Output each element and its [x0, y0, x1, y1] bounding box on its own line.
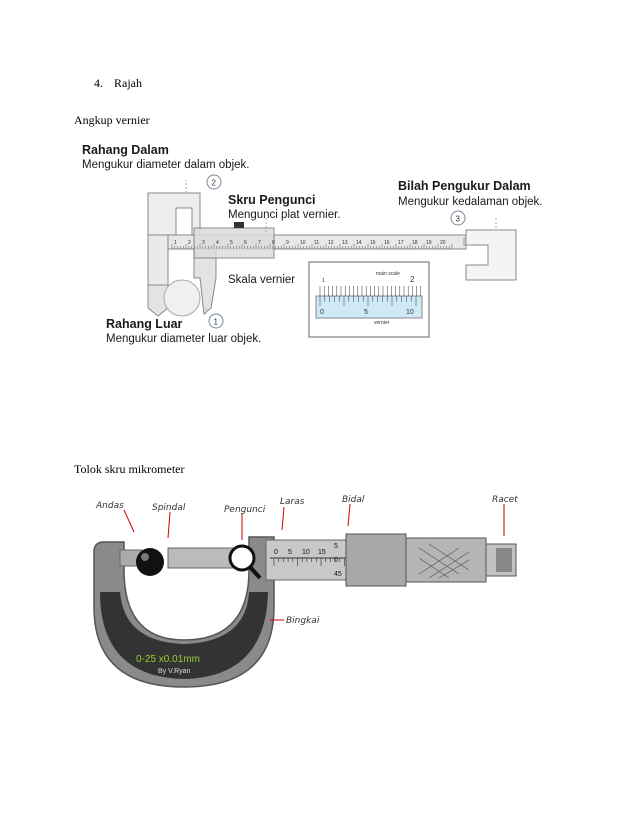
svg-text:2: 2 [212, 179, 217, 188]
inset-bottom-right: 10 [406, 309, 414, 316]
rahang-luar-desc: Mengukur diameter luar objek. [106, 333, 261, 345]
thimble-0: 0 [334, 557, 338, 564]
inset-vernier-band [315, 295, 423, 319]
main-scale-label: 7 [258, 240, 261, 246]
thimble [345, 533, 407, 587]
frame-grip [100, 592, 268, 679]
rahang-dalam-desc: Mengukur diameter dalam objek. [82, 159, 249, 171]
thimble-5: 5 [334, 543, 338, 550]
inset-bottom-left: 0 [320, 309, 324, 316]
rahang-luar-title: Rahang Luar [106, 317, 183, 331]
vernier-plate [193, 227, 275, 259]
list-text: Rajah [114, 76, 142, 90]
inset-main-label: main scale [376, 271, 400, 277]
list-item-rajah: 4. Rajah [94, 76, 142, 91]
lock-magnifier-icon [228, 544, 256, 572]
depth-gauge-box [465, 229, 517, 281]
badge-3-icon [450, 210, 466, 226]
inset-vernier-label: vernier [374, 320, 390, 326]
frame-range-text: 0-25 x0.01mm [136, 654, 200, 665]
spindal-label: Spindal [152, 503, 186, 513]
main-scale-label: 18 [412, 240, 418, 246]
main-scale-label: 14 [356, 240, 362, 246]
main-scale-label: 12 [328, 240, 334, 246]
main-scale-label: 16 [384, 240, 390, 246]
racet-label: Racet [492, 495, 518, 505]
laras-label: Laras [280, 497, 305, 507]
pengunci-label: Pengunci [224, 505, 266, 515]
main-scale-label: 19 [426, 240, 432, 246]
locking-screw [234, 222, 244, 228]
inset-bottom-mid: 5 [364, 309, 368, 316]
badge-2-icon [206, 174, 222, 190]
outer-jaw-fixed [147, 284, 169, 317]
caption-tolok-skru: Tolok skru mikrometer [74, 462, 185, 476]
main-scale-label: 8 [272, 240, 275, 246]
thimble-45: 45 [334, 571, 342, 578]
skru-pengunci-desc: Mengunci plat vernier. [228, 209, 341, 221]
caption-angkup-vernier: Angkup vernier [74, 113, 150, 127]
main-scale-label: 15 [370, 240, 376, 246]
main-scale-label: 3 [202, 240, 205, 246]
list-number: 4. [94, 76, 103, 90]
main-scale-label: 10 [300, 240, 306, 246]
main-scale-label: 1 [174, 240, 177, 246]
inset-top-right: 2 [410, 275, 415, 284]
bingkai-label: Bingkai [286, 616, 320, 626]
frame-author-text: By V.Ryan [158, 668, 191, 675]
bidal-label: Bidal [342, 495, 365, 505]
bilah-title: Bilah Pengukur Dalam [398, 179, 531, 193]
main-scale-ticks [171, 244, 453, 249]
sleeve-15: 15 [318, 549, 326, 556]
skala-vernier-label: Skala vernier [228, 274, 295, 286]
main-scale-label: 2 [188, 240, 191, 246]
sleeve [265, 539, 351, 581]
main-scale-label: 17 [398, 240, 404, 246]
micrometer-figure: 0 5 10 15 5 0 45 0-25 x0.01mm By V.Ryan … [93, 495, 518, 688]
thimble-knurl [405, 537, 487, 583]
main-scale-label: 11 [314, 240, 319, 246]
svg-text:3: 3 [456, 215, 461, 224]
sleeve-0: 0 [274, 549, 278, 556]
label-arrows [123, 503, 505, 621]
skru-pengunci-title: Skru Pengunci [228, 193, 316, 207]
badge-1-icon [208, 313, 224, 329]
main-scale-label: 4 [216, 240, 219, 246]
rahang-dalam-title: Rahang Dalam [82, 143, 169, 157]
andas-label: Andas [95, 501, 124, 511]
main-scale-label: 20 [440, 240, 446, 246]
main-scale-label: 6 [244, 240, 247, 246]
main-scale-label: 13 [342, 240, 348, 246]
svg-text:1: 1 [214, 318, 219, 327]
main-scale-label: 9 [286, 240, 289, 246]
main-scale-label: 5 [230, 240, 233, 246]
measured-ball [136, 548, 164, 576]
sleeve-10: 10 [302, 549, 310, 556]
inset-top-left: 1 [322, 278, 325, 284]
round-object [163, 279, 201, 317]
sleeve-5: 5 [288, 549, 292, 556]
inner-jaw [147, 192, 201, 236]
bilah-desc: Mengukur kedalaman objek. [398, 196, 542, 208]
